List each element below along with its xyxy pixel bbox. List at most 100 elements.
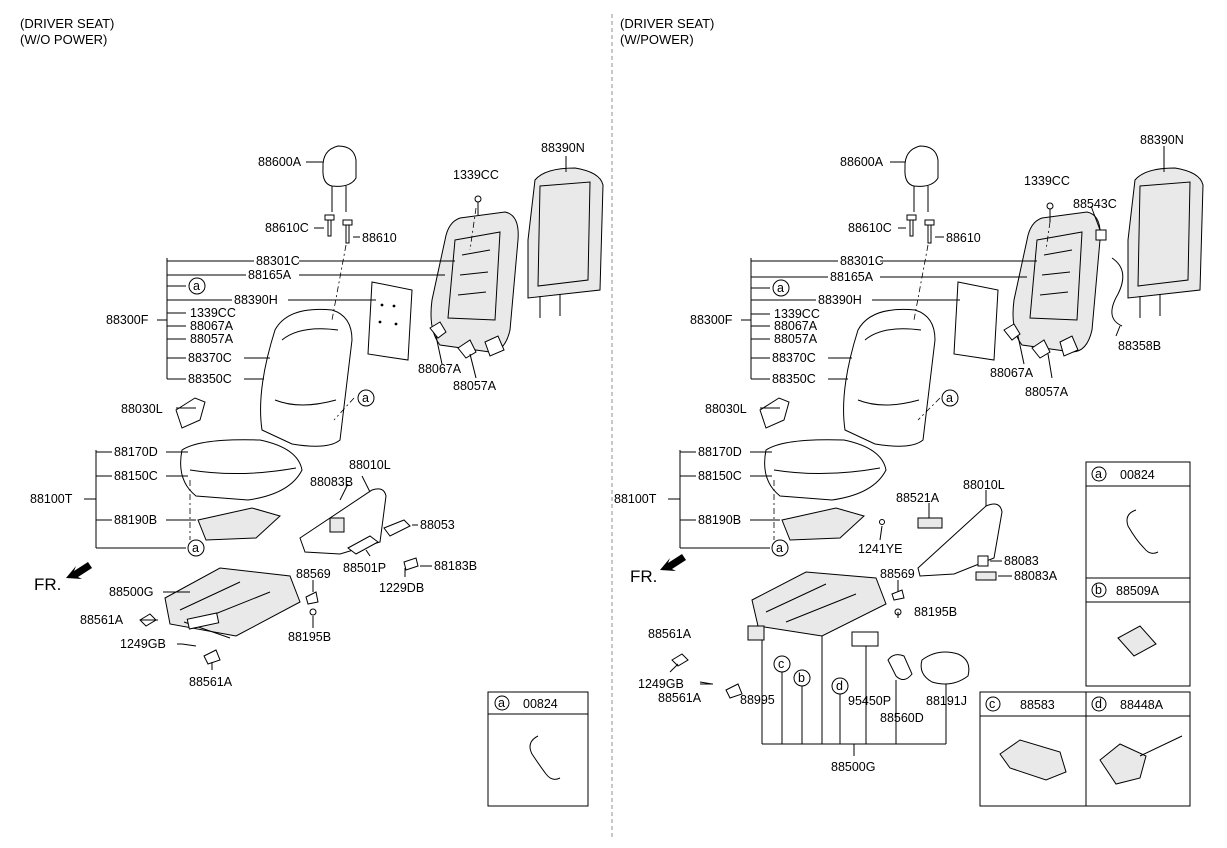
label-88543C-r: 88543C — [1073, 197, 1117, 211]
side-cover-shape-r — [759, 397, 790, 429]
label-88561A: 88561A — [80, 613, 124, 627]
label-1249GB-r: 1249GB — [638, 677, 684, 691]
label-88501P: 88501P — [343, 561, 386, 575]
label-88053: 88053 — [420, 518, 455, 532]
label-88610C: 88610C — [265, 221, 309, 235]
label-88190B-r: 88190B — [698, 513, 741, 527]
lumbar-pad-shape-r — [953, 281, 999, 361]
label-88560D-r: 88560D — [880, 711, 924, 725]
ref-circle-b: b — [798, 671, 805, 685]
right-diagram: 88600A 88610C 88610 1339CC 88543C 88390N… — [614, 133, 1204, 807]
wire-clip-icon-r — [1126, 509, 1159, 554]
label-88010L-r: 88010L — [963, 478, 1005, 492]
seat-pan-shape — [197, 507, 281, 541]
label-88150C: 88150C — [114, 469, 158, 483]
label-88100T-r: 88100T — [614, 492, 657, 506]
seat-track-shape — [164, 567, 301, 637]
label-88390N-r: 88390N — [1140, 133, 1184, 147]
seat-cushion-shape — [180, 439, 303, 501]
back-cover-shape — [527, 167, 604, 299]
label-1241YE-r: 1241YE — [858, 542, 902, 556]
wire-clip-icon — [529, 735, 561, 780]
headrest-shape-r — [904, 145, 939, 187]
inset-d-part: 88448A — [1120, 698, 1164, 712]
lumbar-pad-shape — [367, 281, 413, 361]
label-88010L: 88010L — [349, 458, 391, 472]
inset-a-box — [487, 691, 589, 807]
label-88057A-b: 88057A — [453, 379, 497, 393]
label-88170D: 88170D — [114, 445, 158, 459]
label-88165A: 88165A — [248, 268, 292, 282]
ref-circle-a-2-text: a — [362, 391, 369, 405]
left-diagram: 88600A 88610C 88610 1339CC 88390N 88301C… — [30, 141, 604, 807]
label-88600A: 88600A — [258, 155, 302, 169]
ref-circle-a-3 — [187, 539, 205, 557]
side-shield-shape-r — [917, 503, 1003, 577]
motor-b-icon — [1117, 625, 1157, 657]
ref-circle-a-2 — [357, 389, 375, 407]
inset-a-part-r: 00824 — [1120, 468, 1155, 482]
label-88358B-r: 88358B — [1118, 339, 1161, 353]
seat-cushion-shape-r — [764, 439, 887, 501]
label-88067A-b-r: 88067A — [990, 366, 1034, 380]
ref-circle-a-r3: a — [776, 541, 783, 555]
label-88500G: 88500G — [109, 585, 153, 599]
ref-circle-a-r1: a — [777, 281, 784, 295]
label-95450P-r: 95450P — [848, 694, 891, 708]
label-88350C: 88350C — [188, 372, 232, 386]
label-88183B: 88183B — [434, 559, 477, 573]
motor-d-icon — [1099, 743, 1147, 785]
label-88610C-r: 88610C — [848, 221, 892, 235]
label-88569-r: 88569 — [880, 567, 915, 581]
label-88390H: 88390H — [234, 293, 278, 307]
label-88301C-r: 88301C — [840, 254, 884, 268]
side-cover-shape — [175, 397, 206, 429]
label-88057A: 88057A — [190, 332, 234, 346]
label-88067A-b: 88067A — [418, 362, 462, 376]
back-frame-shape-r — [1012, 211, 1101, 353]
label-88610-r: 88610 — [946, 231, 981, 245]
inset-b-part: 88509A — [1116, 584, 1160, 598]
left-header-line2: (W/O POWER) — [20, 32, 107, 47]
back-cushion-shape-r — [843, 308, 936, 447]
label-88030L: 88030L — [121, 402, 163, 416]
label-1339CC-top-r: 1339CC — [1024, 174, 1070, 188]
right-header-line2: (W/POWER) — [620, 32, 694, 47]
label-88569: 88569 — [296, 567, 331, 581]
label-88350C-r: 88350C — [772, 372, 816, 386]
seat-pan-shape-r — [781, 507, 865, 541]
label-88300F: 88300F — [106, 313, 149, 327]
label-88083B: 88083B — [310, 475, 353, 489]
inset-c-letter: c — [989, 697, 995, 711]
motor-shape — [920, 651, 970, 685]
label-88561A-b-r: 88561A — [658, 691, 702, 705]
inset-a-letter: a — [498, 696, 505, 710]
label-88165A-r: 88165A — [830, 270, 874, 284]
label-88995-r: 88995 — [740, 693, 775, 707]
left-leader-lines — [84, 156, 567, 670]
seat-track-shape-r — [751, 571, 887, 637]
label-88561A-r: 88561A — [648, 627, 692, 641]
label-88067A: 88067A — [190, 319, 234, 333]
label-88057A-b-r: 88057A — [1025, 385, 1069, 399]
inset-c-part: 88583 — [1020, 698, 1055, 712]
label-88150C-r: 88150C — [698, 469, 742, 483]
inset-b-letter: b — [1095, 583, 1102, 597]
label-88057A-r: 88057A — [774, 332, 818, 346]
ref-circle-c: c — [778, 657, 784, 671]
left-header-line1: (DRIVER SEAT) — [20, 16, 114, 31]
label-88195B-r: 88195B — [914, 605, 957, 619]
label-1229DB: 1229DB — [379, 581, 424, 595]
back-cover-shape-r — [1127, 167, 1204, 299]
right-header-line1: (DRIVER SEAT) — [620, 16, 714, 31]
label-88191J-r: 88191J — [926, 694, 967, 708]
ref-circle-d: d — [836, 679, 843, 693]
ref-circle-a-1-text: a — [193, 279, 200, 293]
inset-a-letter-r: a — [1095, 467, 1102, 481]
label-88300F-r: 88300F — [690, 313, 733, 327]
motor-c-icon — [999, 739, 1067, 781]
cable-shape — [1111, 257, 1124, 327]
front-arrow-icon — [66, 562, 92, 579]
label-88390H-r: 88390H — [818, 293, 862, 307]
